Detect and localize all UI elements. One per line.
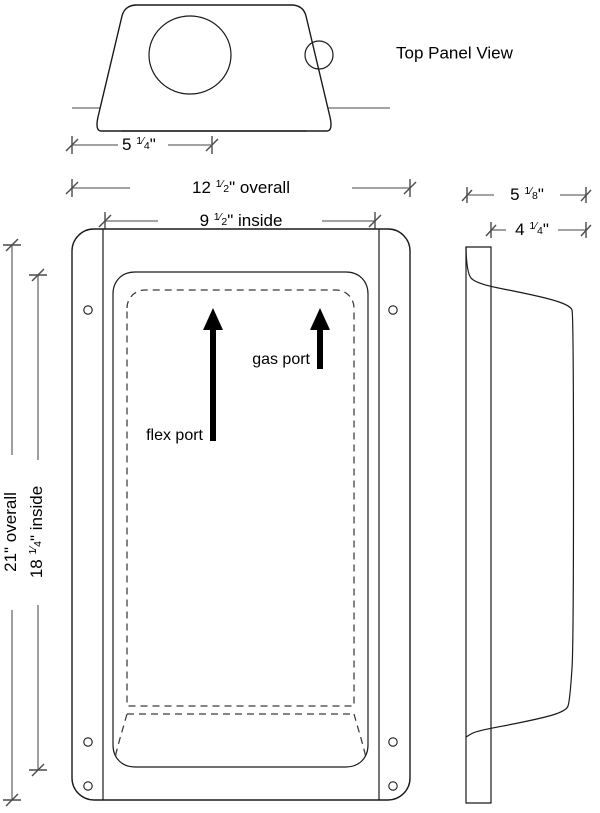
side-depth-inside-value: 4 1⁄4" — [515, 220, 549, 240]
front-panel-hidden-flare-left — [114, 713, 128, 759]
flex-port-up-arrow-icon — [203, 308, 223, 441]
mounting-hole-right-middle — [388, 737, 398, 747]
small-circular-cutout-icon — [304, 40, 334, 70]
top-panel-width-value: 5 1⁄4" — [122, 135, 156, 155]
front-panel-left-dimensions: 21" overall 18 1⁄4" inside — [1, 238, 47, 807]
front-panel-hidden-cavity — [126, 289, 355, 707]
side-depth-overall-dimension: 5 1⁄8" — [461, 185, 592, 205]
front-panel-inner-opening — [112, 271, 369, 768]
flex-port-label: flex port — [146, 427, 203, 444]
front-panel-view-group: flex port gas port — [71, 228, 411, 801]
front-width-inside-dimension: 9 1⁄2" inside — [98, 211, 382, 231]
front-height-inside-dimension: 18 1⁄4" inside — [27, 268, 47, 777]
front-height-overall-dimension: 21" overall — [1, 238, 21, 807]
top-panel-outline — [96, 4, 332, 132]
mounting-hole-left-bottom — [83, 781, 93, 791]
gas-port-up-arrow-icon — [310, 308, 330, 369]
front-panel-top-dimensions: 12 1⁄2" overall 9 1⁄2" inside — [65, 178, 417, 231]
flex-port-annotation: flex port — [146, 308, 223, 444]
mounting-hole-right-bottom — [388, 781, 398, 791]
gas-port-label: gas port — [252, 351, 310, 368]
front-width-overall-dimension: 12 1⁄2" overall — [65, 178, 417, 198]
top-panel-view-group: Top Panel View 5 1⁄4" — [65, 4, 514, 155]
front-panel-outer-outline — [71, 228, 411, 801]
front-width-overall-value: 12 1⁄2" overall — [192, 178, 290, 198]
front-width-inside-value: 9 1⁄2" inside — [200, 211, 283, 231]
mounting-hole-right-top — [388, 305, 398, 315]
gas-port-annotation: gas port — [252, 308, 330, 369]
front-height-inside-value: 18 1⁄4" inside — [27, 486, 47, 578]
mounting-hole-left-top — [83, 305, 93, 315]
large-circular-cutout-icon — [148, 15, 232, 95]
side-panel-outer-profile — [465, 246, 575, 738]
top-panel-view-label: Top Panel View — [396, 43, 514, 62]
mounting-hole-left-middle — [83, 737, 93, 747]
top-panel-width-dimension: 5 1⁄4" — [65, 135, 219, 155]
side-depth-overall-value: 5 1⁄8" — [510, 185, 544, 205]
side-panel-view-group: 5 1⁄8" 4 1⁄4" — [461, 185, 592, 804]
front-panel-hidden-flare-right — [353, 713, 367, 759]
side-depth-inside-dimension: 4 1⁄4" — [485, 220, 592, 240]
front-height-overall-value: 21" overall — [1, 492, 20, 572]
